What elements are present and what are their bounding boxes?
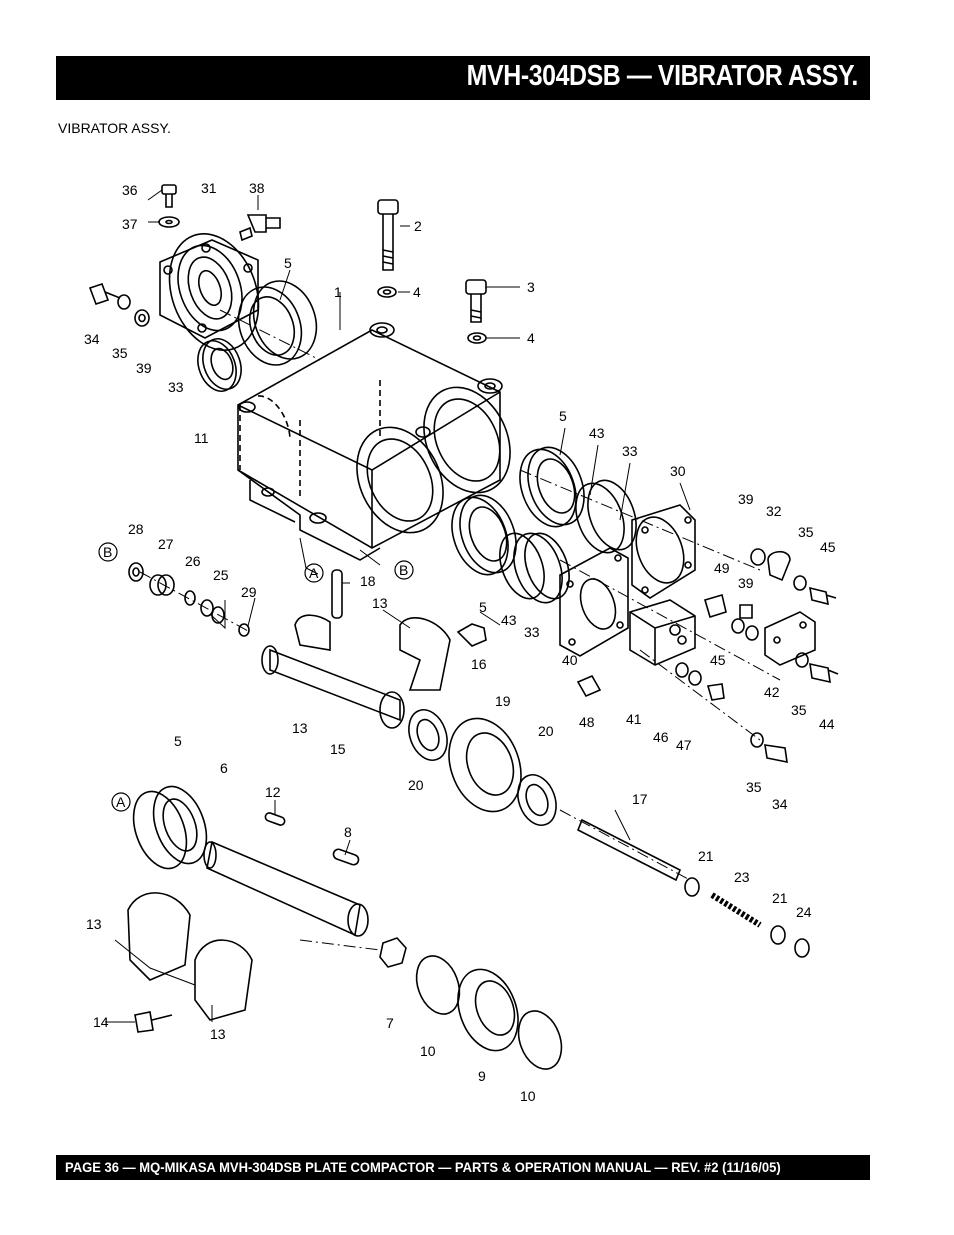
- leader-lines: [105, 189, 781, 1023]
- callout-26: 26: [185, 553, 201, 569]
- callout-5: 5: [479, 599, 487, 615]
- svg-text:A: A: [309, 565, 319, 581]
- svg-text:B: B: [399, 562, 408, 578]
- callout-17: 17: [632, 791, 648, 807]
- callout-46: 46: [653, 729, 669, 745]
- callout-33: 33: [622, 443, 638, 459]
- callout-13: 13: [86, 916, 102, 932]
- callout-5: 5: [559, 408, 567, 424]
- part-callouts: 1 2 3 4 4 5 5 5 5 6 7 8 9 10 10 11 12 13…: [84, 180, 836, 1104]
- callout-48: 48: [579, 714, 595, 730]
- callout-31: 31: [201, 180, 217, 196]
- callout-21: 21: [698, 848, 714, 864]
- callout-45: 45: [820, 539, 836, 555]
- callout-39: 39: [738, 491, 754, 507]
- callout-16: 16: [471, 656, 487, 672]
- callout-14: 14: [93, 1014, 109, 1030]
- callout-10: 10: [420, 1043, 436, 1059]
- ref-marker-b: B: [394, 560, 414, 580]
- callout-9: 9: [478, 1068, 486, 1084]
- callout-47: 47: [676, 737, 692, 753]
- callout-33: 33: [168, 379, 184, 395]
- callout-42: 42: [764, 684, 780, 700]
- ref-marker-a: A: [304, 563, 324, 583]
- callout-35: 35: [112, 345, 128, 361]
- callout-41: 41: [626, 711, 642, 727]
- callout-43: 43: [501, 612, 517, 628]
- callout-7: 7: [386, 1015, 394, 1031]
- callout-43: 43: [589, 425, 605, 441]
- callout-28: 28: [128, 521, 144, 537]
- callout-15: 15: [330, 741, 346, 757]
- callout-5: 5: [284, 255, 292, 271]
- callout-24: 24: [796, 904, 812, 920]
- callout-2: 2: [414, 218, 422, 234]
- callout-35: 35: [798, 524, 814, 540]
- callout-25: 25: [213, 567, 229, 583]
- callout-8: 8: [344, 824, 352, 840]
- callout-20: 20: [408, 777, 424, 793]
- page-title: MVH-304DSB — VIBRATOR ASSY.: [466, 60, 859, 92]
- callout-37: 37: [122, 216, 138, 232]
- svg-text:A: A: [116, 794, 126, 810]
- callout-27: 27: [158, 536, 174, 552]
- callout-44: 44: [819, 716, 835, 732]
- callout-13: 13: [292, 720, 308, 736]
- callout-35: 35: [746, 779, 762, 795]
- reference-markers: B A B A: [98, 542, 414, 812]
- callout-3: 3: [527, 279, 535, 295]
- callout-49: 49: [714, 560, 730, 576]
- callout-39: 39: [136, 360, 152, 376]
- callout-20: 20: [538, 723, 554, 739]
- callout-12: 12: [265, 784, 281, 800]
- callout-19: 19: [495, 693, 511, 709]
- callout-13: 13: [372, 595, 388, 611]
- section-subtitle: VIBRATOR ASSY.: [58, 120, 171, 136]
- footer-text: PAGE 36 — MQ-MIKASA MVH-304DSB PLATE COM…: [65, 1159, 781, 1175]
- callout-5: 5: [174, 733, 182, 749]
- callout-21: 21: [772, 890, 788, 906]
- diagram-artwork: [88, 184, 839, 1070]
- callout-36: 36: [122, 182, 138, 198]
- ref-marker-a: A: [111, 792, 131, 812]
- callout-6: 6: [220, 760, 228, 776]
- callout-11: 11: [194, 430, 209, 446]
- callout-4: 4: [527, 330, 535, 346]
- callout-30: 30: [670, 463, 686, 479]
- callout-13: 13: [210, 1026, 226, 1042]
- callout-34: 34: [772, 796, 788, 812]
- page-footer: PAGE 36 — MQ-MIKASA MVH-304DSB PLATE COM…: [56, 1155, 870, 1180]
- callout-32: 32: [766, 503, 782, 519]
- callout-29: 29: [241, 584, 257, 600]
- svg-text:B: B: [103, 544, 112, 560]
- callout-39: 39: [738, 575, 754, 591]
- callout-4: 4: [413, 284, 421, 300]
- callout-35: 35: [791, 702, 807, 718]
- callout-10: 10: [520, 1088, 536, 1104]
- ref-marker-b: B: [98, 542, 118, 562]
- callout-23: 23: [734, 869, 750, 885]
- callout-18: 18: [360, 573, 376, 589]
- callout-34: 34: [84, 331, 100, 347]
- callout-45: 45: [710, 652, 726, 668]
- callout-40: 40: [562, 652, 578, 668]
- page-title-bar: MVH-304DSB — VIBRATOR ASSY.: [56, 56, 870, 100]
- callout-33: 33: [524, 624, 540, 640]
- callout-38: 38: [249, 180, 265, 196]
- callout-1: 1: [334, 284, 342, 300]
